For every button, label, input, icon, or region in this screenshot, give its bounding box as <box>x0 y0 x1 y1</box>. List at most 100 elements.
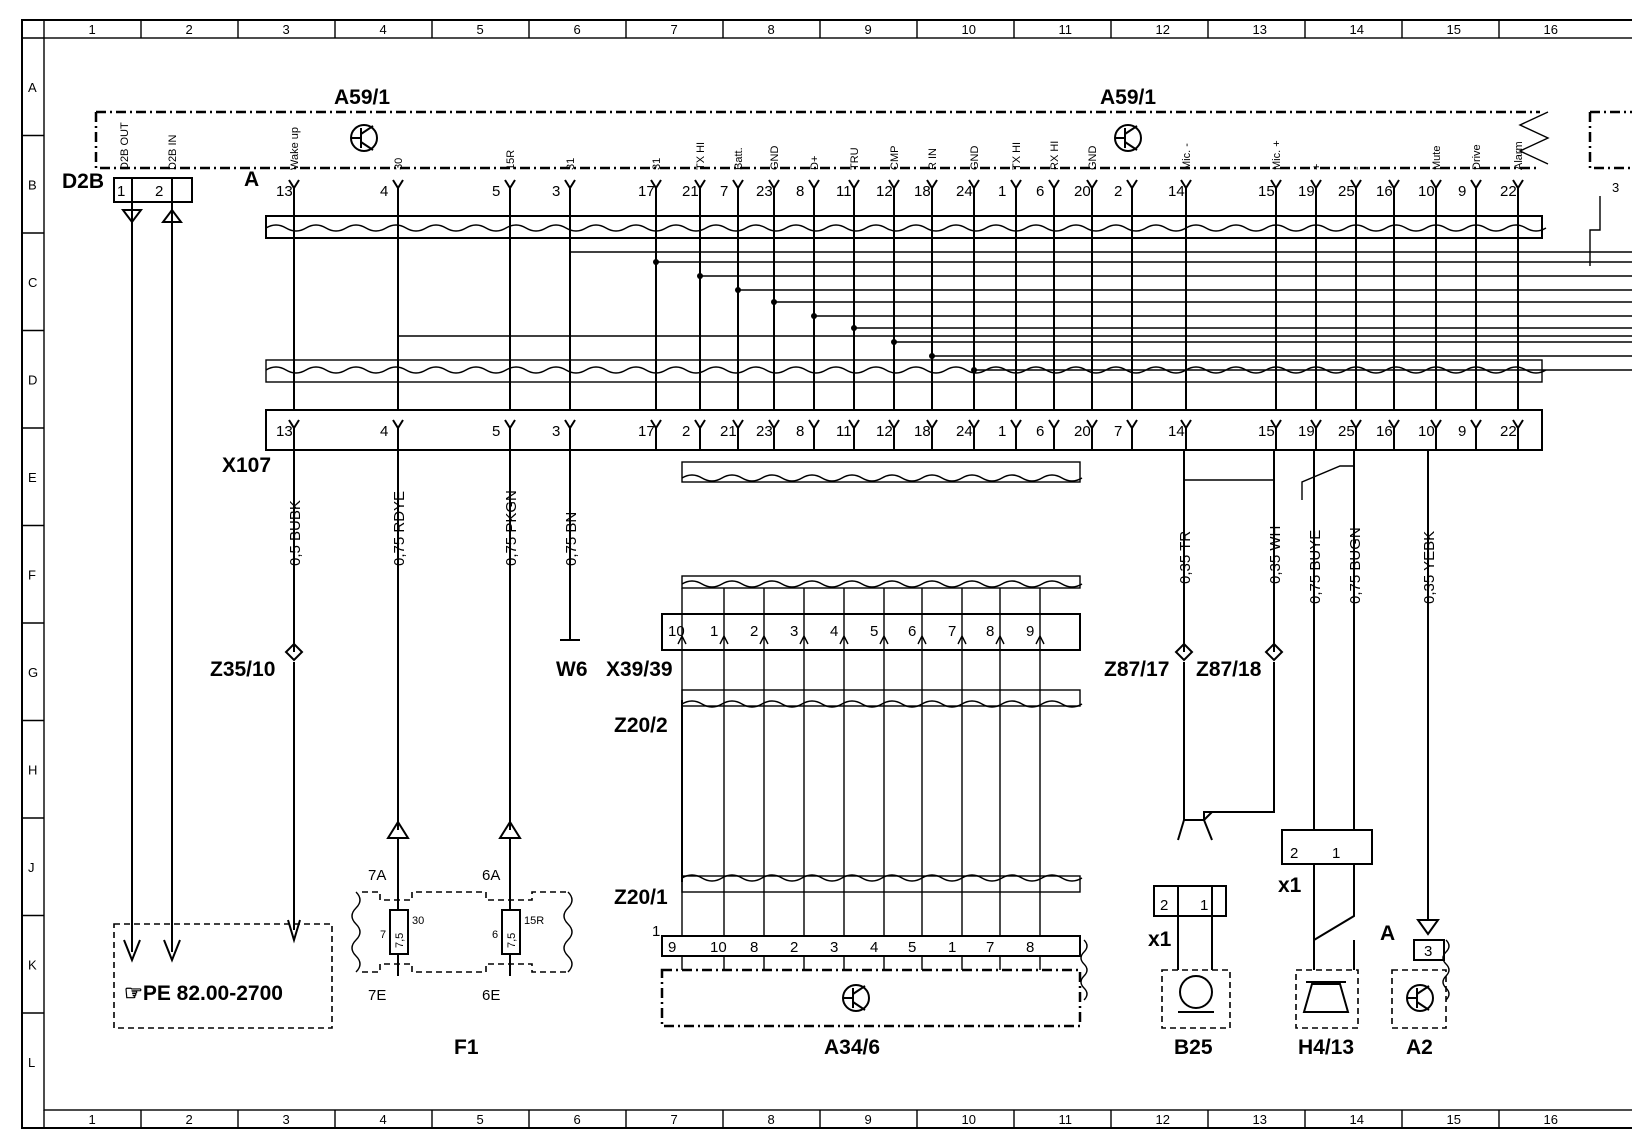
pin-arrow-icon <box>694 179 706 450</box>
plug-pin: 2 <box>1290 845 1298 862</box>
horn-icon <box>1302 981 1350 1013</box>
wire-color-label: 0,75 RDYE <box>391 491 408 566</box>
grid-row-label: G <box>28 665 38 680</box>
pin-arrow-icon <box>1388 179 1400 450</box>
a59-pin-signal: R IN <box>927 148 939 170</box>
a59-pin-number: 24 <box>956 183 973 200</box>
h4-housing <box>1295 969 1359 1029</box>
x107-pin-number: 11 <box>836 423 852 440</box>
pin-arrow-icon <box>926 179 938 450</box>
grid-col-label: 10 <box>962 22 976 37</box>
x107-pin-number: 3 <box>552 423 560 440</box>
d2b-wires <box>131 178 173 952</box>
a34-pin-number: 3 <box>830 939 838 956</box>
x107-pin-number: 5 <box>492 423 500 440</box>
a59-pin-number: 8 <box>796 183 804 200</box>
junction-dot <box>771 299 777 305</box>
a2-housing <box>1391 969 1447 1029</box>
reference-label[interactable]: ☞PE 82.00-2700 <box>124 982 283 1005</box>
x39-pin-number: 6 <box>908 623 916 640</box>
pin-arrow-icon <box>504 179 516 450</box>
a2-pin: 3 <box>1424 943 1432 960</box>
grid-row-label: J <box>28 860 35 875</box>
d2b-in-signal: D2B IN <box>167 134 179 170</box>
x107-pin-number: 19 <box>1298 423 1315 440</box>
grid-col-label: 11 <box>1059 1112 1073 1127</box>
a59-pin-signal: Mic. + <box>1271 140 1283 170</box>
x39-connector <box>661 613 1081 651</box>
plug-pin: 1 <box>1332 845 1340 862</box>
pin-arrow-icon <box>1270 179 1282 450</box>
wire-bn <box>560 450 580 641</box>
wire-buye-bugn <box>1313 450 1355 830</box>
grid-col-label: 14 <box>1350 1112 1364 1127</box>
a59-pin-number: 19 <box>1298 183 1315 200</box>
d2b-out-signal: D2B OUT <box>119 122 131 170</box>
a59-right-label: A59/1 <box>1100 86 1156 109</box>
pin-arrow-icon <box>839 634 849 645</box>
a59-pin-signal: TX HI <box>695 142 707 170</box>
grid-col-label: 16 <box>1544 1112 1558 1127</box>
x107-pin-number: 6 <box>1036 423 1044 440</box>
x107-pin-number: 9 <box>1458 423 1466 440</box>
a59-pin-number: 23 <box>756 183 773 200</box>
x107-pin-number: 20 <box>1074 423 1091 440</box>
splice-icon <box>284 642 304 662</box>
pin-arrow-icon <box>888 179 900 450</box>
pin-arrow-icon <box>917 634 927 645</box>
pin-arrow-icon <box>768 179 780 450</box>
d2b-out-arrow-icon <box>121 209 143 224</box>
a59-pin-number: 21 <box>682 183 699 200</box>
a59-pin-number: 4 <box>380 183 388 200</box>
grid-row-label: H <box>28 763 37 778</box>
pin-arrow-icon <box>1086 179 1098 450</box>
fuse-leads <box>397 838 511 976</box>
a59-pin-number: 14 <box>1168 183 1185 200</box>
pin-arrow-icon <box>1512 179 1524 450</box>
grid-row-label: F <box>28 568 36 583</box>
wire-color-label: 0,75 BUGN <box>1347 527 1364 604</box>
x1-left-label: x1 <box>1148 928 1172 951</box>
harness-break <box>265 366 1547 374</box>
grid-col-label: 14 <box>1350 22 1364 37</box>
grid-col-label: 7 <box>671 1112 678 1127</box>
x1-right-plug <box>1281 829 1373 865</box>
a2-break <box>1442 939 1450 1001</box>
x107-pin-number: 7 <box>1114 423 1122 440</box>
x1-left-plug <box>1153 885 1227 917</box>
pin-arrow-icon <box>1010 179 1022 450</box>
x39-pin-number: 7 <box>948 623 956 640</box>
grid-col-label: 3 <box>283 1112 290 1127</box>
fuse-right-term: 15R <box>524 915 544 927</box>
a59-pin-number: 9 <box>1458 183 1466 200</box>
a59-pin-signal: RX HI <box>1049 141 1061 170</box>
harness-wave <box>681 474 1083 588</box>
pin-arrow-icon <box>677 634 687 645</box>
a34-pin-number: 8 <box>750 939 758 956</box>
stub-wire <box>1589 196 1601 266</box>
a34-pin-number: 10 <box>710 939 727 956</box>
junction-dot <box>735 287 741 293</box>
grid-row-label: A <box>28 80 37 95</box>
wire-color-label: 0,75 BN <box>563 512 580 566</box>
fuse-left-term: 30 <box>412 915 424 927</box>
a59-pin-signal: TX HI <box>1011 142 1023 170</box>
grid-col-label: 2 <box>186 22 193 37</box>
x107-connector <box>265 409 1543 451</box>
x39-pin-number: 3 <box>790 623 798 640</box>
junction-dot <box>929 353 935 359</box>
a59-pin-number: 13 <box>276 183 293 200</box>
plug-pin: 1 <box>1200 897 1208 914</box>
pin-arrow-icon <box>995 634 1005 645</box>
pin-arrow-icon <box>957 634 967 645</box>
pin-arrow-icon <box>848 179 860 450</box>
a59-pin-signal: GND <box>1087 146 1099 171</box>
connector-a-label: A <box>244 168 259 191</box>
d2b-pin-1: 1 <box>117 183 125 200</box>
x39-pin-number: 1 <box>710 623 718 640</box>
z20-2-label: Z20/2 <box>614 714 668 737</box>
junction-dot <box>971 367 977 373</box>
junction-dot <box>811 313 817 319</box>
grid-row-label: B <box>28 178 37 193</box>
